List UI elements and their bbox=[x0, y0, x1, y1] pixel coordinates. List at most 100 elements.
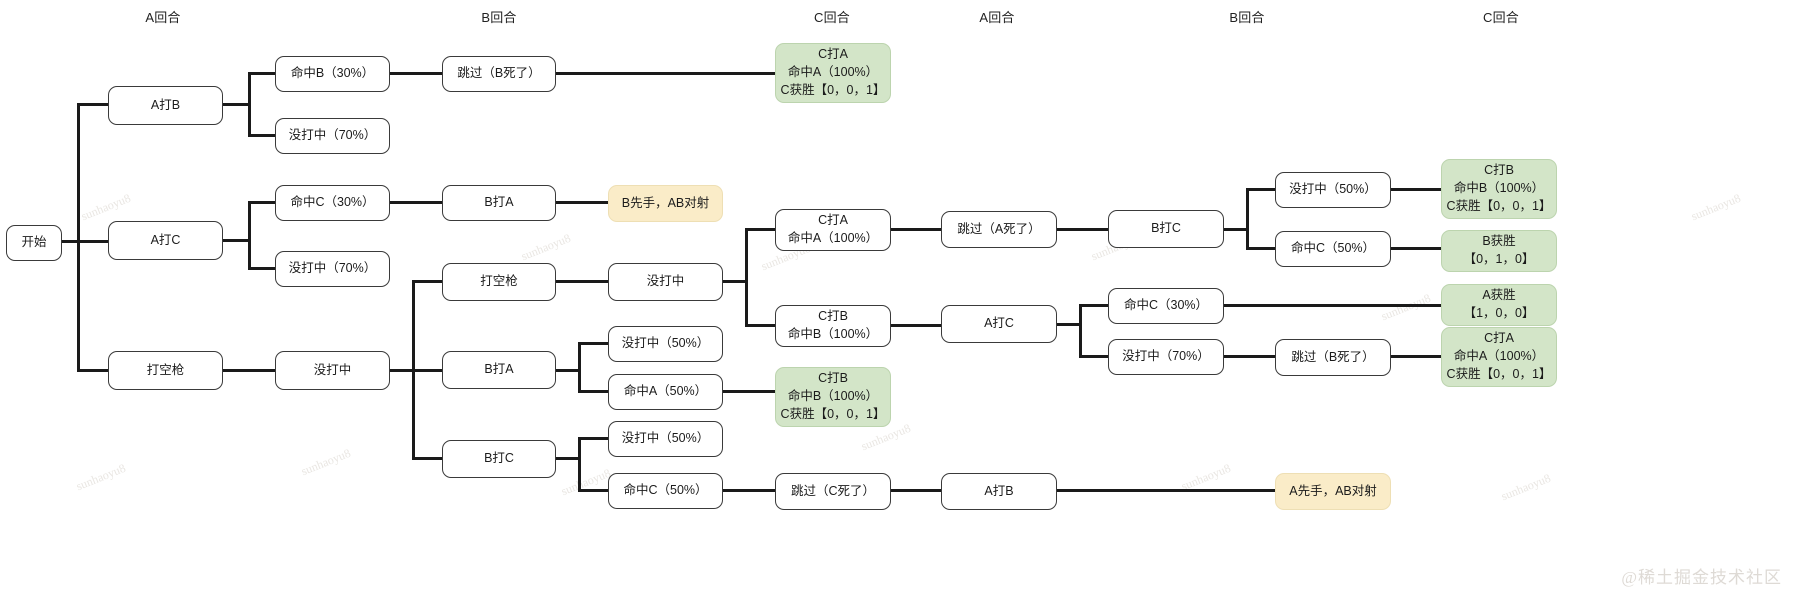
node-label-line: C获胜【0，0，1】 bbox=[1446, 366, 1552, 381]
connector-line bbox=[745, 229, 748, 327]
connector-line bbox=[77, 103, 108, 106]
node-label-line: 命中A（100%） bbox=[787, 65, 879, 80]
node-label-line: 命中B（100%） bbox=[1453, 181, 1545, 196]
connector-line bbox=[223, 103, 250, 106]
node-label-line: 命中A（100%） bbox=[1453, 349, 1545, 364]
node-b_hit_a_1[interactable]: B打A bbox=[442, 185, 556, 221]
node-hit_b_30[interactable]: 命中B（30%） bbox=[275, 56, 390, 92]
connector-line bbox=[1391, 247, 1441, 250]
node-label-line: 跳过（C死了） bbox=[790, 483, 876, 498]
column-header-3: C回合 bbox=[814, 10, 850, 25]
node-b_hit_a_2[interactable]: B打A bbox=[442, 351, 556, 389]
node-b_first_ab[interactable]: B先手，AB对射 bbox=[608, 185, 723, 222]
connector-line bbox=[1079, 304, 1108, 307]
node-hit_a_50[interactable]: 命中A（50%） bbox=[608, 374, 723, 410]
connector-line bbox=[578, 390, 608, 393]
node-c_hit_a_win1[interactable]: C打A 命中A（100%） C获胜【0，0，1】 bbox=[775, 43, 891, 103]
connector-line bbox=[1391, 188, 1441, 191]
connector-line bbox=[578, 438, 581, 491]
connector-line bbox=[390, 201, 442, 204]
node-a_first_ab[interactable]: A先手，AB对射 bbox=[1275, 473, 1391, 510]
connector-line bbox=[556, 72, 775, 75]
node-label-line: 命中C（30%） bbox=[290, 195, 375, 210]
node-miss_70_b[interactable]: 没打中（70%） bbox=[275, 118, 390, 154]
node-label-line: C打B bbox=[818, 309, 848, 324]
node-label-line: A打C bbox=[984, 316, 1014, 331]
connector-line bbox=[723, 280, 747, 283]
column-header-1: A回合 bbox=[145, 10, 181, 25]
node-label-line: C获胜【0，0，1】 bbox=[780, 82, 886, 97]
node-hit_c_30[interactable]: 命中C（30%） bbox=[275, 185, 390, 221]
node-label-line: A获胜 bbox=[1482, 288, 1516, 303]
node-label-line: 没打中（70%） bbox=[1122, 349, 1210, 364]
connector-line bbox=[556, 457, 580, 460]
node-label-line: 跳过（A死了） bbox=[957, 221, 1041, 236]
node-a_win[interactable]: A获胜【1，0，0】 bbox=[1441, 284, 1557, 326]
node-label-line: 没打中（50%） bbox=[1289, 182, 1377, 197]
node-a_blank[interactable]: 打空枪 bbox=[108, 351, 223, 390]
connector-line bbox=[578, 343, 581, 393]
node-label-line: 没打中（50%） bbox=[621, 431, 710, 446]
node-hit_c_30_2[interactable]: 命中C（30%） bbox=[1108, 288, 1224, 324]
node-b_hit_c_1[interactable]: B打C bbox=[442, 440, 556, 478]
connector-line bbox=[223, 369, 275, 372]
node-label-line: 命中B（30%） bbox=[290, 66, 375, 81]
node-miss_blank2[interactable]: 没打中 bbox=[608, 263, 723, 301]
connector-line bbox=[1391, 355, 1441, 358]
connector-line bbox=[1079, 305, 1082, 358]
node-label-line: C打A bbox=[818, 47, 848, 62]
node-b_hit_c_2[interactable]: B打C bbox=[1108, 210, 1224, 248]
node-miss_blank[interactable]: 没打中 bbox=[275, 351, 390, 390]
connector-line bbox=[248, 201, 275, 204]
connector-line bbox=[578, 437, 608, 440]
node-miss_70_c[interactable]: 没打中（70%） bbox=[275, 251, 390, 287]
node-label-line: B打A bbox=[484, 195, 514, 210]
node-skip_b_dead1[interactable]: 跳过（B死了） bbox=[442, 56, 556, 92]
node-hit_c_50[interactable]: 命中C（50%） bbox=[608, 473, 723, 509]
connector-line bbox=[390, 369, 414, 372]
connector-line bbox=[1224, 304, 1441, 307]
connector-line bbox=[556, 369, 580, 372]
node-a_hit_b_2[interactable]: A打B bbox=[941, 473, 1057, 510]
node-skip_b_dead2[interactable]: 跳过（B死了） bbox=[1275, 339, 1391, 376]
node-skip_c_dead[interactable]: 跳过（C死了） bbox=[775, 473, 891, 510]
node-label-line: 打空枪 bbox=[480, 274, 518, 289]
node-b_win[interactable]: B获胜【0，1，0】 bbox=[1441, 230, 1557, 272]
node-hit_c_50_t[interactable]: 命中C（50%） bbox=[1275, 231, 1391, 267]
node-skip_a_dead[interactable]: 跳过（A死了） bbox=[941, 211, 1057, 248]
watermark-tile: sunhaoyu8 bbox=[519, 230, 573, 264]
node-start[interactable]: 开始 bbox=[6, 225, 62, 261]
node-miss50_a1[interactable]: 没打中（50%） bbox=[608, 326, 723, 362]
node-a_hit_c[interactable]: A打C bbox=[108, 221, 223, 260]
node-miss_50_t[interactable]: 没打中（50%） bbox=[1275, 172, 1391, 208]
connector-line bbox=[77, 369, 108, 372]
node-miss_70_2[interactable]: 没打中（70%） bbox=[1108, 339, 1224, 375]
node-label-line: 没打中（50%） bbox=[621, 336, 710, 351]
connector-line bbox=[1057, 323, 1081, 326]
node-label-line: A打B bbox=[150, 97, 181, 112]
node-miss50_c1[interactable]: 没打中（50%） bbox=[608, 421, 723, 457]
node-label-line: 打空枪 bbox=[146, 362, 185, 377]
node-label-line: 没打中（70%） bbox=[288, 261, 377, 276]
watermark-tile: sunhaoyu8 bbox=[79, 190, 133, 224]
connector-line bbox=[891, 324, 941, 327]
connector-line bbox=[1057, 489, 1275, 492]
node-label-line: B打C bbox=[1151, 221, 1181, 236]
connector-line bbox=[77, 104, 80, 372]
node-a_hit_b[interactable]: A打B bbox=[108, 86, 223, 125]
watermark-tile: sunhaoyu8 bbox=[299, 445, 353, 479]
node-a_hit_c_2[interactable]: A打C bbox=[941, 305, 1057, 343]
watermark-tile: sunhaoyu8 bbox=[1499, 470, 1553, 504]
connector-line bbox=[1246, 247, 1275, 250]
node-label-line: B获胜 bbox=[1482, 234, 1516, 249]
node-label-line: B先手，AB对射 bbox=[621, 195, 710, 210]
node-label-line: 命中C（50%） bbox=[623, 483, 708, 498]
node-b_blank[interactable]: 打空枪 bbox=[442, 263, 556, 301]
connector-line bbox=[1246, 188, 1275, 191]
